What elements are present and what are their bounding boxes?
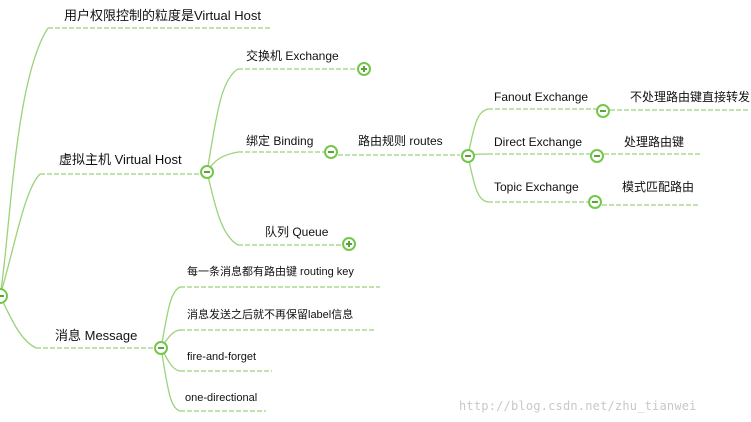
node-topic-exchange: Topic Exchange	[494, 180, 579, 194]
node-no-label: 消息发送之后就不再保留label信息	[187, 309, 354, 321]
message-to-one-directional-branch	[160, 347, 181, 412]
root-to-granularity-branch	[0, 27, 49, 297]
root-to-virtual-host-branch	[0, 173, 41, 297]
node-routing-key: 每一条消息都有路由键 routing key	[187, 266, 354, 278]
node-fanout-exchange: Fanout Exchange	[494, 90, 589, 104]
node-direct-desc: 处理路由键	[624, 135, 685, 149]
fanout-collapse-icon[interactable]	[596, 104, 610, 118]
direct-collapse-icon[interactable]	[590, 149, 604, 163]
queue-expand-icon[interactable]	[342, 237, 356, 251]
node-granularity: 用户权限控制的粒度是Virtual Host	[64, 8, 261, 23]
node-queue: 队列 Queue	[265, 225, 329, 239]
virtual-host-collapse-icon[interactable]	[200, 165, 214, 179]
root-to-message-branch	[0, 295, 37, 349]
node-topic-desc: 模式匹配路由	[622, 180, 695, 194]
message-to-routing-key-branch	[160, 286, 181, 349]
node-exchange: 交换机 Exchange	[246, 49, 339, 63]
node-message: 消息 Message	[55, 328, 138, 343]
message-collapse-icon[interactable]	[154, 341, 168, 355]
node-binding: 绑定 Binding	[246, 134, 314, 148]
vh-to-queue-branch	[206, 171, 239, 246]
exchange-expand-icon[interactable]	[357, 62, 371, 76]
routes-collapse-icon[interactable]	[461, 149, 475, 163]
routes-to-topic-branch	[467, 155, 489, 203]
node-fanout-desc: 不处理路由键直接转发	[630, 90, 751, 104]
node-fire-and-forget: fire-and-forget	[187, 351, 257, 363]
node-one-directional: one-directional	[185, 392, 258, 404]
node-virtual-host: 虚拟主机 Virtual Host	[59, 152, 182, 167]
vh-to-exchange-branch	[206, 68, 239, 173]
binding-collapse-icon[interactable]	[324, 145, 338, 159]
watermark: http://blog.csdn.net/zhu_tianwei	[459, 399, 697, 413]
topic-collapse-icon[interactable]	[588, 195, 602, 209]
routes-to-fanout-branch	[467, 108, 489, 157]
node-direct-exchange: Direct Exchange	[494, 135, 583, 149]
node-routing-rule: 路由规则 routes	[358, 134, 443, 148]
